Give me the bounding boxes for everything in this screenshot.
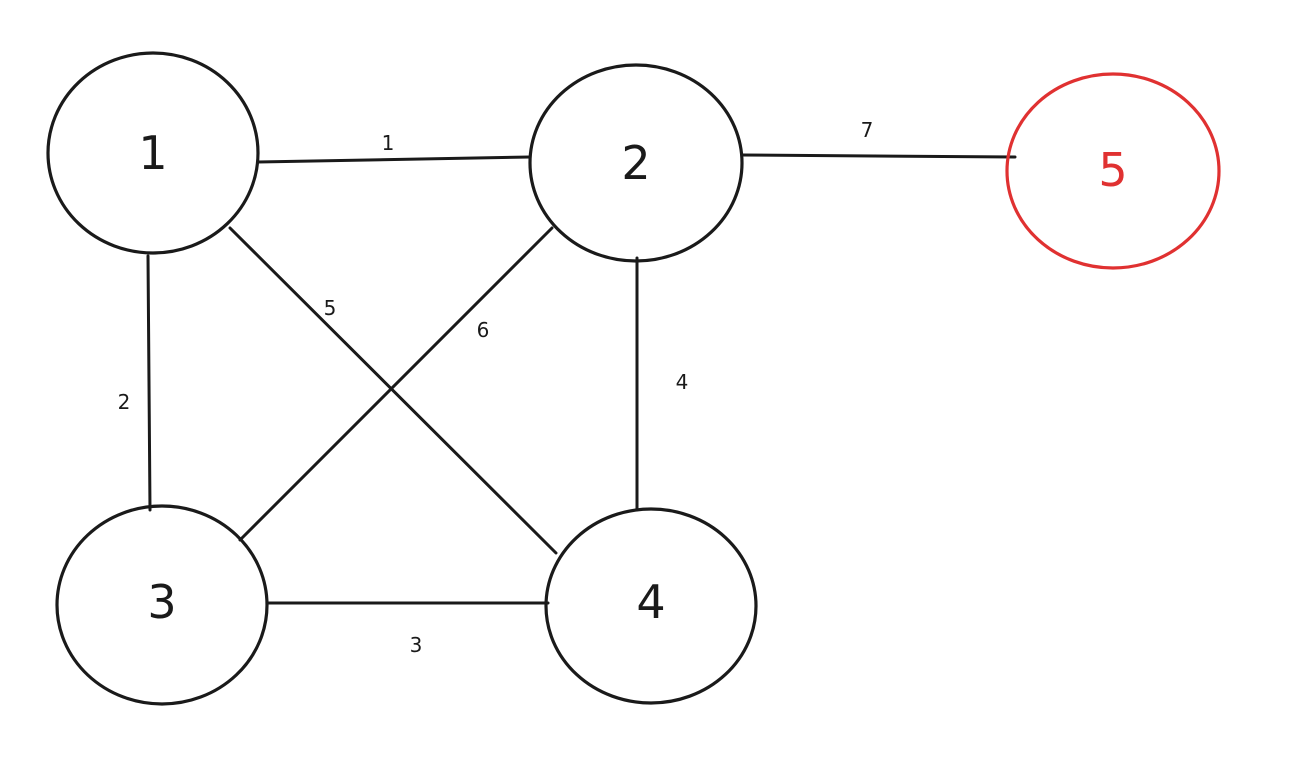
edge-1-3 — [146, 254, 152, 512]
edge-2-3 — [238, 226, 554, 542]
edge-labels-layer: 1 2 3 4 5 6 7 — [118, 118, 874, 657]
edge-weight-label-3-4: 3 — [410, 633, 423, 657]
edge-weight-label-2-3: 6 — [477, 318, 490, 342]
graph-node-5: 5 — [1005, 72, 1221, 270]
node-circle — [46, 51, 260, 255]
nodes-layer: 1 2 3 4 5 — [46, 51, 1221, 706]
edge-1-4 — [228, 226, 558, 555]
edge-2-5 — [740, 153, 1017, 159]
edges-layer — [146, 153, 1017, 605]
node-circle — [544, 507, 758, 705]
edge-weight-label-1-3: 2 — [118, 390, 131, 414]
edge-1-2 — [256, 155, 532, 164]
graph-node-4: 4 — [544, 507, 758, 705]
graph-node-3: 3 — [55, 504, 269, 706]
edge-weight-label-1-2: 1 — [382, 131, 395, 155]
node-circle — [528, 63, 744, 263]
node-label: 1 — [138, 126, 167, 180]
edge-weight-label-2-5: 7 — [861, 118, 874, 142]
node-circle — [1005, 72, 1221, 270]
node-label: 2 — [621, 136, 650, 190]
edge-weight-label-2-4: 4 — [676, 370, 689, 394]
graph-node-2: 2 — [528, 63, 744, 263]
node-label: 4 — [636, 575, 665, 629]
edge-weight-label-1-4: 5 — [324, 296, 337, 320]
node-label: 5 — [1098, 143, 1127, 197]
node-label: 3 — [147, 575, 176, 629]
graph-node-1: 1 — [46, 51, 260, 255]
node-circle — [55, 504, 269, 706]
